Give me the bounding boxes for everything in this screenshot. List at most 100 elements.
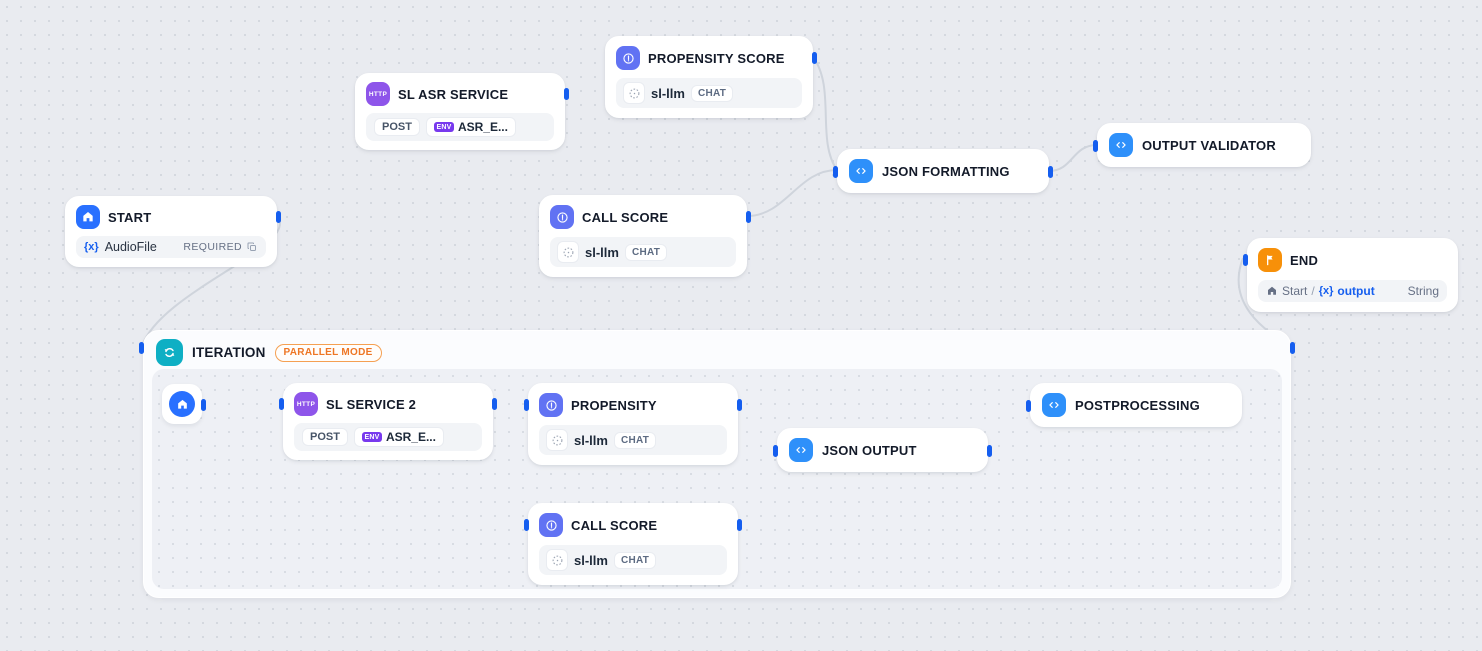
edge-callscore-jsonformatting [746, 169, 838, 217]
source-handle[interactable] [987, 445, 992, 457]
target-handle[interactable] [773, 445, 778, 457]
env-icon: ENV [433, 122, 454, 132]
source-node-name: Start [1282, 284, 1308, 298]
http-request-row[interactable]: POST ENV ASR_E... [366, 113, 554, 141]
code-icon [849, 159, 873, 183]
parallel-mode-badge: PARALLEL MODE [274, 343, 382, 362]
code-icon [789, 438, 813, 462]
node-title: PROPENSITY [571, 397, 657, 413]
node-output-validator[interactable]: OUTPUT VALIDATOR [1093, 123, 1311, 167]
llm-icon [539, 393, 563, 417]
method-chip: POST [302, 428, 348, 446]
llm-icon [550, 205, 574, 229]
source-handle[interactable] [737, 399, 742, 411]
code-icon [1109, 133, 1133, 157]
target-handle[interactable] [1243, 254, 1248, 266]
iteration-header: ITERATION PARALLEL MODE [144, 331, 1290, 367]
iteration-start-node[interactable] [162, 384, 206, 424]
end-output-row[interactable]: Start / {x} output String [1258, 280, 1447, 302]
target-handle[interactable] [524, 399, 529, 411]
target-handle[interactable] [833, 166, 838, 178]
copy-icon [247, 242, 256, 251]
model-name: sl-llm [585, 244, 619, 260]
source-handle[interactable] [201, 399, 206, 411]
target-handle[interactable] [524, 519, 529, 531]
model-row[interactable]: sl-llm CHAT [550, 237, 736, 267]
node-title: JSON FORMATTING [882, 163, 1010, 179]
path-separator: / [1311, 284, 1315, 298]
node-title: PROPENSITY SCORE [648, 50, 785, 66]
node-title: JSON OUTPUT [822, 442, 917, 458]
node-propensity-score[interactable]: PROPENSITY SCORE sl-llm CHAT [605, 36, 817, 118]
loop-icon [156, 339, 183, 366]
mode-chip: CHAT [690, 84, 734, 102]
code-icon [1042, 393, 1066, 417]
mode-chip: CHAT [613, 431, 657, 449]
http-request-row[interactable]: POST ENV ASR_E... [294, 423, 482, 451]
node-title: ITERATION [192, 345, 266, 360]
node-title: START [108, 209, 152, 225]
node-call-score[interactable]: CALL SCORE sl-llm CHAT [539, 195, 751, 277]
node-json-formatting[interactable]: JSON FORMATTING [833, 149, 1053, 193]
model-name: sl-llm [651, 85, 685, 101]
node-title: END [1290, 252, 1319, 268]
node-start[interactable]: START {x} AudioFile REQUIRED [65, 196, 281, 267]
iteration-target-handle[interactable] [139, 342, 144, 354]
target-handle[interactable] [279, 398, 284, 410]
source-handle[interactable] [492, 398, 497, 410]
node-call-score-inner[interactable]: CALL SCORE sl-llm CHAT [524, 503, 742, 585]
node-end[interactable]: END Start / {x} output String [1243, 238, 1458, 312]
home-icon [76, 205, 100, 229]
model-icon [546, 429, 568, 451]
url-chip: ENV ASR_E... [353, 427, 444, 447]
source-handle[interactable] [737, 519, 742, 531]
start-variable-row[interactable]: {x} AudioFile REQUIRED [76, 236, 266, 258]
model-name: sl-llm [574, 432, 608, 448]
target-handle[interactable] [1026, 400, 1031, 412]
node-title: CALL SCORE [582, 209, 669, 225]
node-title: POSTPROCESSING [1075, 397, 1200, 413]
node-sl-asr-service[interactable]: HTTP SL ASR SERVICE POST ENV ASR_E... [355, 73, 569, 150]
url-chip: ENV ASR_E... [425, 117, 516, 137]
required-badge: REQUIRED [183, 241, 258, 253]
model-name: sl-llm [574, 552, 608, 568]
node-title: SL ASR SERVICE [398, 86, 509, 102]
http-icon: HTTP [366, 82, 390, 106]
method-chip: POST [374, 118, 420, 136]
node-postprocessing[interactable]: POSTPROCESSING [1026, 383, 1242, 427]
http-icon: HTTP [294, 392, 318, 416]
edge-propensityscore-jsonformatting [812, 56, 838, 171]
home-icon-small [1268, 286, 1276, 295]
variable-type: String [1407, 284, 1439, 298]
iteration-source-handle[interactable] [1290, 342, 1295, 354]
variable-icon: {x} [1318, 285, 1334, 297]
node-title: OUTPUT VALIDATOR [1142, 137, 1276, 153]
model-row[interactable]: sl-llm CHAT [539, 545, 727, 575]
variable-name: AudioFile [104, 240, 157, 254]
node-title: CALL SCORE [571, 517, 658, 533]
model-icon [557, 241, 579, 263]
source-handle[interactable] [812, 52, 817, 64]
model-row[interactable]: sl-llm CHAT [539, 425, 727, 455]
source-handle[interactable] [746, 211, 751, 223]
flag-icon [1258, 248, 1282, 272]
model-row[interactable]: sl-llm CHAT [616, 78, 802, 108]
node-json-output[interactable]: JSON OUTPUT [773, 428, 992, 472]
node-sl-service-2[interactable]: HTTP SL SERVICE 2 POST ENV ASR_E... [279, 383, 497, 460]
model-icon [623, 82, 645, 104]
source-handle[interactable] [564, 88, 569, 100]
node-title: SL SERVICE 2 [326, 396, 417, 412]
llm-icon [539, 513, 563, 537]
target-handle[interactable] [1093, 140, 1098, 152]
mode-chip: CHAT [624, 243, 668, 261]
mode-chip: CHAT [613, 551, 657, 569]
env-icon: ENV [361, 432, 382, 442]
llm-icon [616, 46, 640, 70]
model-icon [546, 549, 568, 571]
start-source-handle[interactable] [276, 211, 281, 223]
node-propensity[interactable]: PROPENSITY sl-llm CHAT [524, 383, 742, 465]
home-icon [169, 391, 195, 417]
source-handle[interactable] [1048, 166, 1053, 178]
edge-jsonformatting-outputvalidator [1048, 144, 1098, 172]
